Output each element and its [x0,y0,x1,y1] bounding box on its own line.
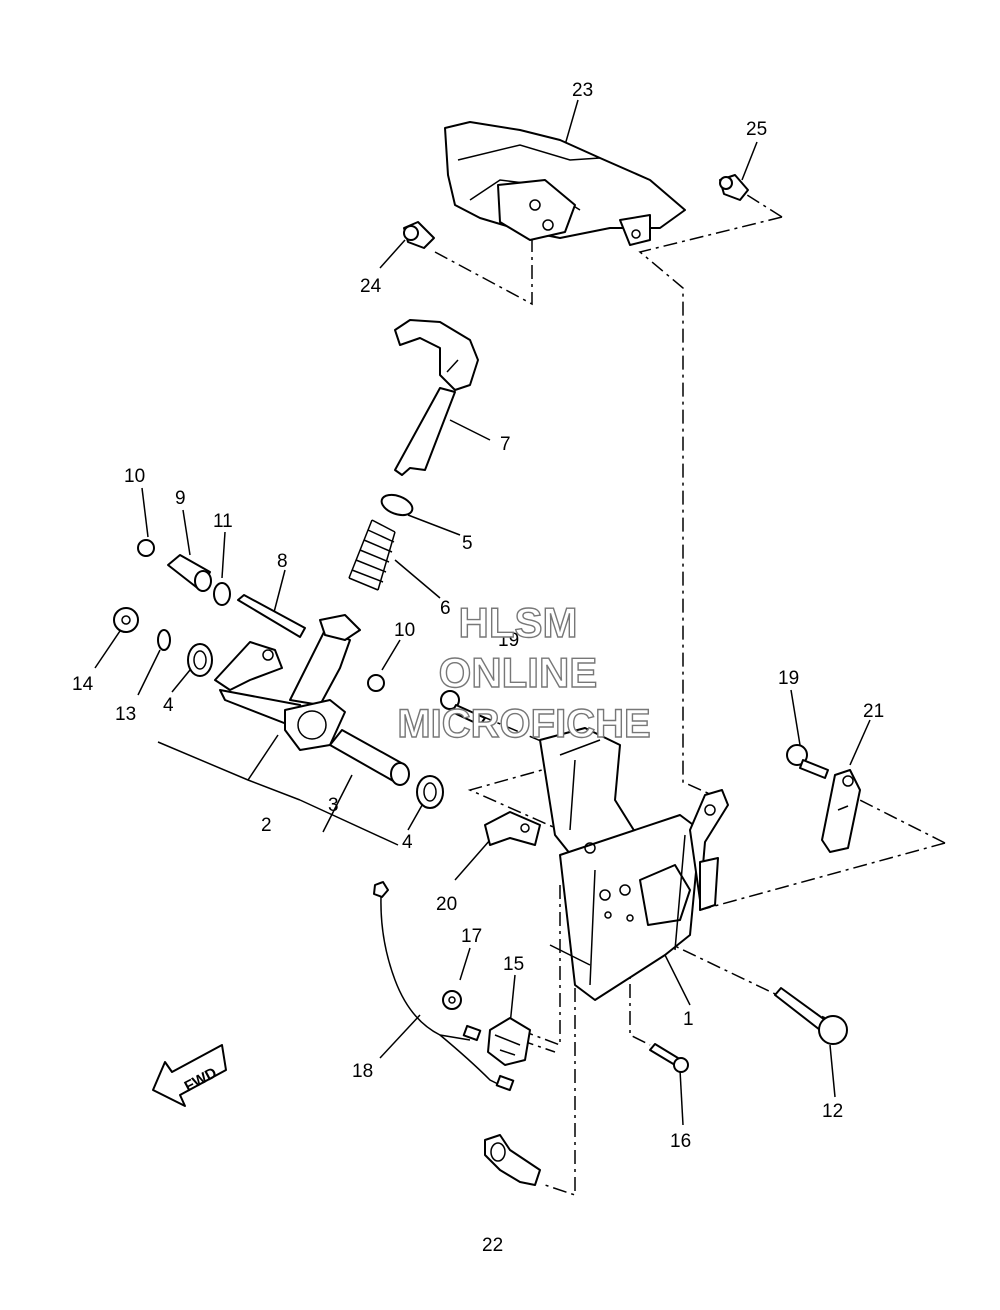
callout-9: 9 [175,488,186,509]
callout-4-left: 4 [163,695,174,716]
watermark-line-2: ONLINE [439,649,598,696]
leader-lines [94,99,871,1126]
callout-5: 5 [462,533,473,554]
callout-1: 1 [683,1009,694,1030]
part-4-bushing-right [416,775,444,809]
callout-4-right: 4 [402,832,413,853]
callout-labels: 23 25 24 7 10 9 11 5 8 6 10 19 14 19 4 1… [72,80,884,1256]
part-2-shift-lever [214,614,361,751]
part-13-washer [157,629,171,651]
callout-19-right: 19 [778,668,799,689]
callout-8: 8 [277,551,288,572]
callout-18: 18 [352,1061,373,1082]
callout-6: 6 [440,598,451,619]
callout-21: 21 [863,701,884,722]
part-16-bolt [649,1043,689,1073]
callout-15: 15 [503,954,524,975]
part-11-washer [213,582,231,606]
part-3-collar [329,729,410,786]
callout-7: 7 [500,434,511,455]
callout-17: 17 [461,926,482,947]
callout-20: 20 [436,894,457,915]
part-25-rivet [719,174,749,201]
callout-12: 12 [822,1101,843,1122]
watermark: HLSM ONLINE MICROFICHE [397,598,652,746]
part-8-pin [237,594,306,638]
part-19-bolt-center [440,690,486,726]
fwd-arrow: FWD [152,1044,227,1107]
callout-14: 14 [72,674,94,695]
part-10-clip-center [367,674,385,692]
part-6-spring [348,519,396,591]
part-15-neutral-switch [487,1017,531,1066]
part-4-bushing-left [187,643,213,677]
callout-24: 24 [360,276,382,297]
part-20-clamp [484,811,541,846]
part-18-lead-wire [373,881,515,1092]
part-17-nut [442,990,462,1010]
part-19-bolt-right [786,744,829,779]
watermark-line-3: MICROFICHE [397,702,650,746]
part-7-shift-rod [394,319,479,476]
part-10-clip-left [137,539,155,557]
part-9-collar [167,554,212,592]
part-1-bracket [539,727,729,1001]
callout-13: 13 [115,704,136,725]
callout-19-center: 19 [498,630,519,651]
callout-23: 23 [572,80,593,101]
callout-10-center: 10 [394,620,415,641]
callout-10-left: 10 [124,466,145,487]
part-12-bolt [774,987,848,1045]
part-14-nut [113,607,139,633]
callout-11: 11 [213,511,233,532]
callout-22: 22 [482,1235,503,1256]
callout-2: 2 [261,815,272,836]
callout-25: 25 [746,119,767,140]
callout-3: 3 [328,795,339,816]
part-23-cover [444,121,686,246]
part-24-nut [403,221,435,249]
part-5-circlip [380,493,414,517]
watermark-line-1: HLSM [459,599,578,646]
part-22-clip [484,1134,541,1186]
part-21-plate [821,769,861,853]
callout-16: 16 [670,1131,691,1152]
